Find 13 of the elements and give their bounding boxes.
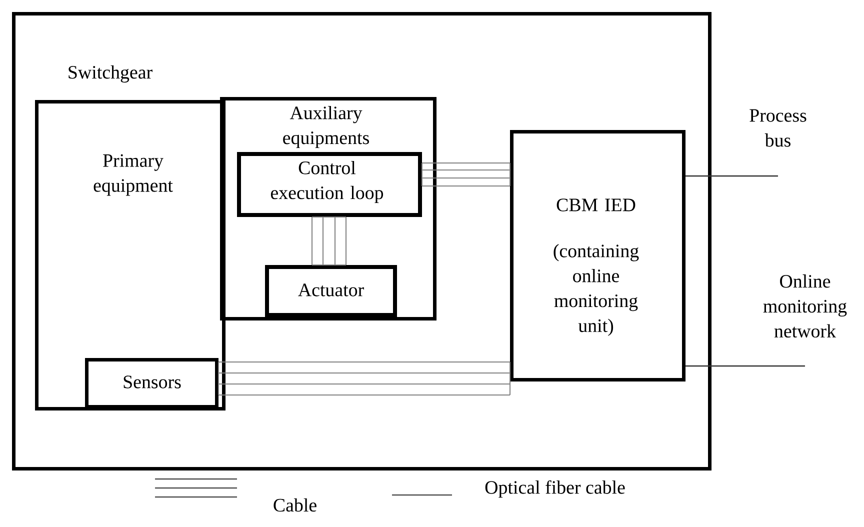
- legend-label: Cable: [274, 498, 316, 512]
- network-label: Process bus: [750, 109, 806, 147]
- cable-lines: [422, 162, 510, 186]
- actuator-box: Actuator: [265, 265, 397, 317]
- sensor-box: Sensors: [85, 358, 218, 408]
- cable-lines: [218, 362, 510, 396]
- optical-fiber-line: [686, 365, 805, 367]
- control-box: Control execution loop: [237, 152, 422, 217]
- legend-label: Optical fiber cable: [485, 480, 625, 498]
- ied-box: CBM IED (containing online monitoring unit): [510, 130, 686, 382]
- optical-fiber-line: [686, 175, 778, 177]
- cable-lines: [312, 216, 346, 266]
- network-label: Online monitoring network: [763, 274, 847, 338]
